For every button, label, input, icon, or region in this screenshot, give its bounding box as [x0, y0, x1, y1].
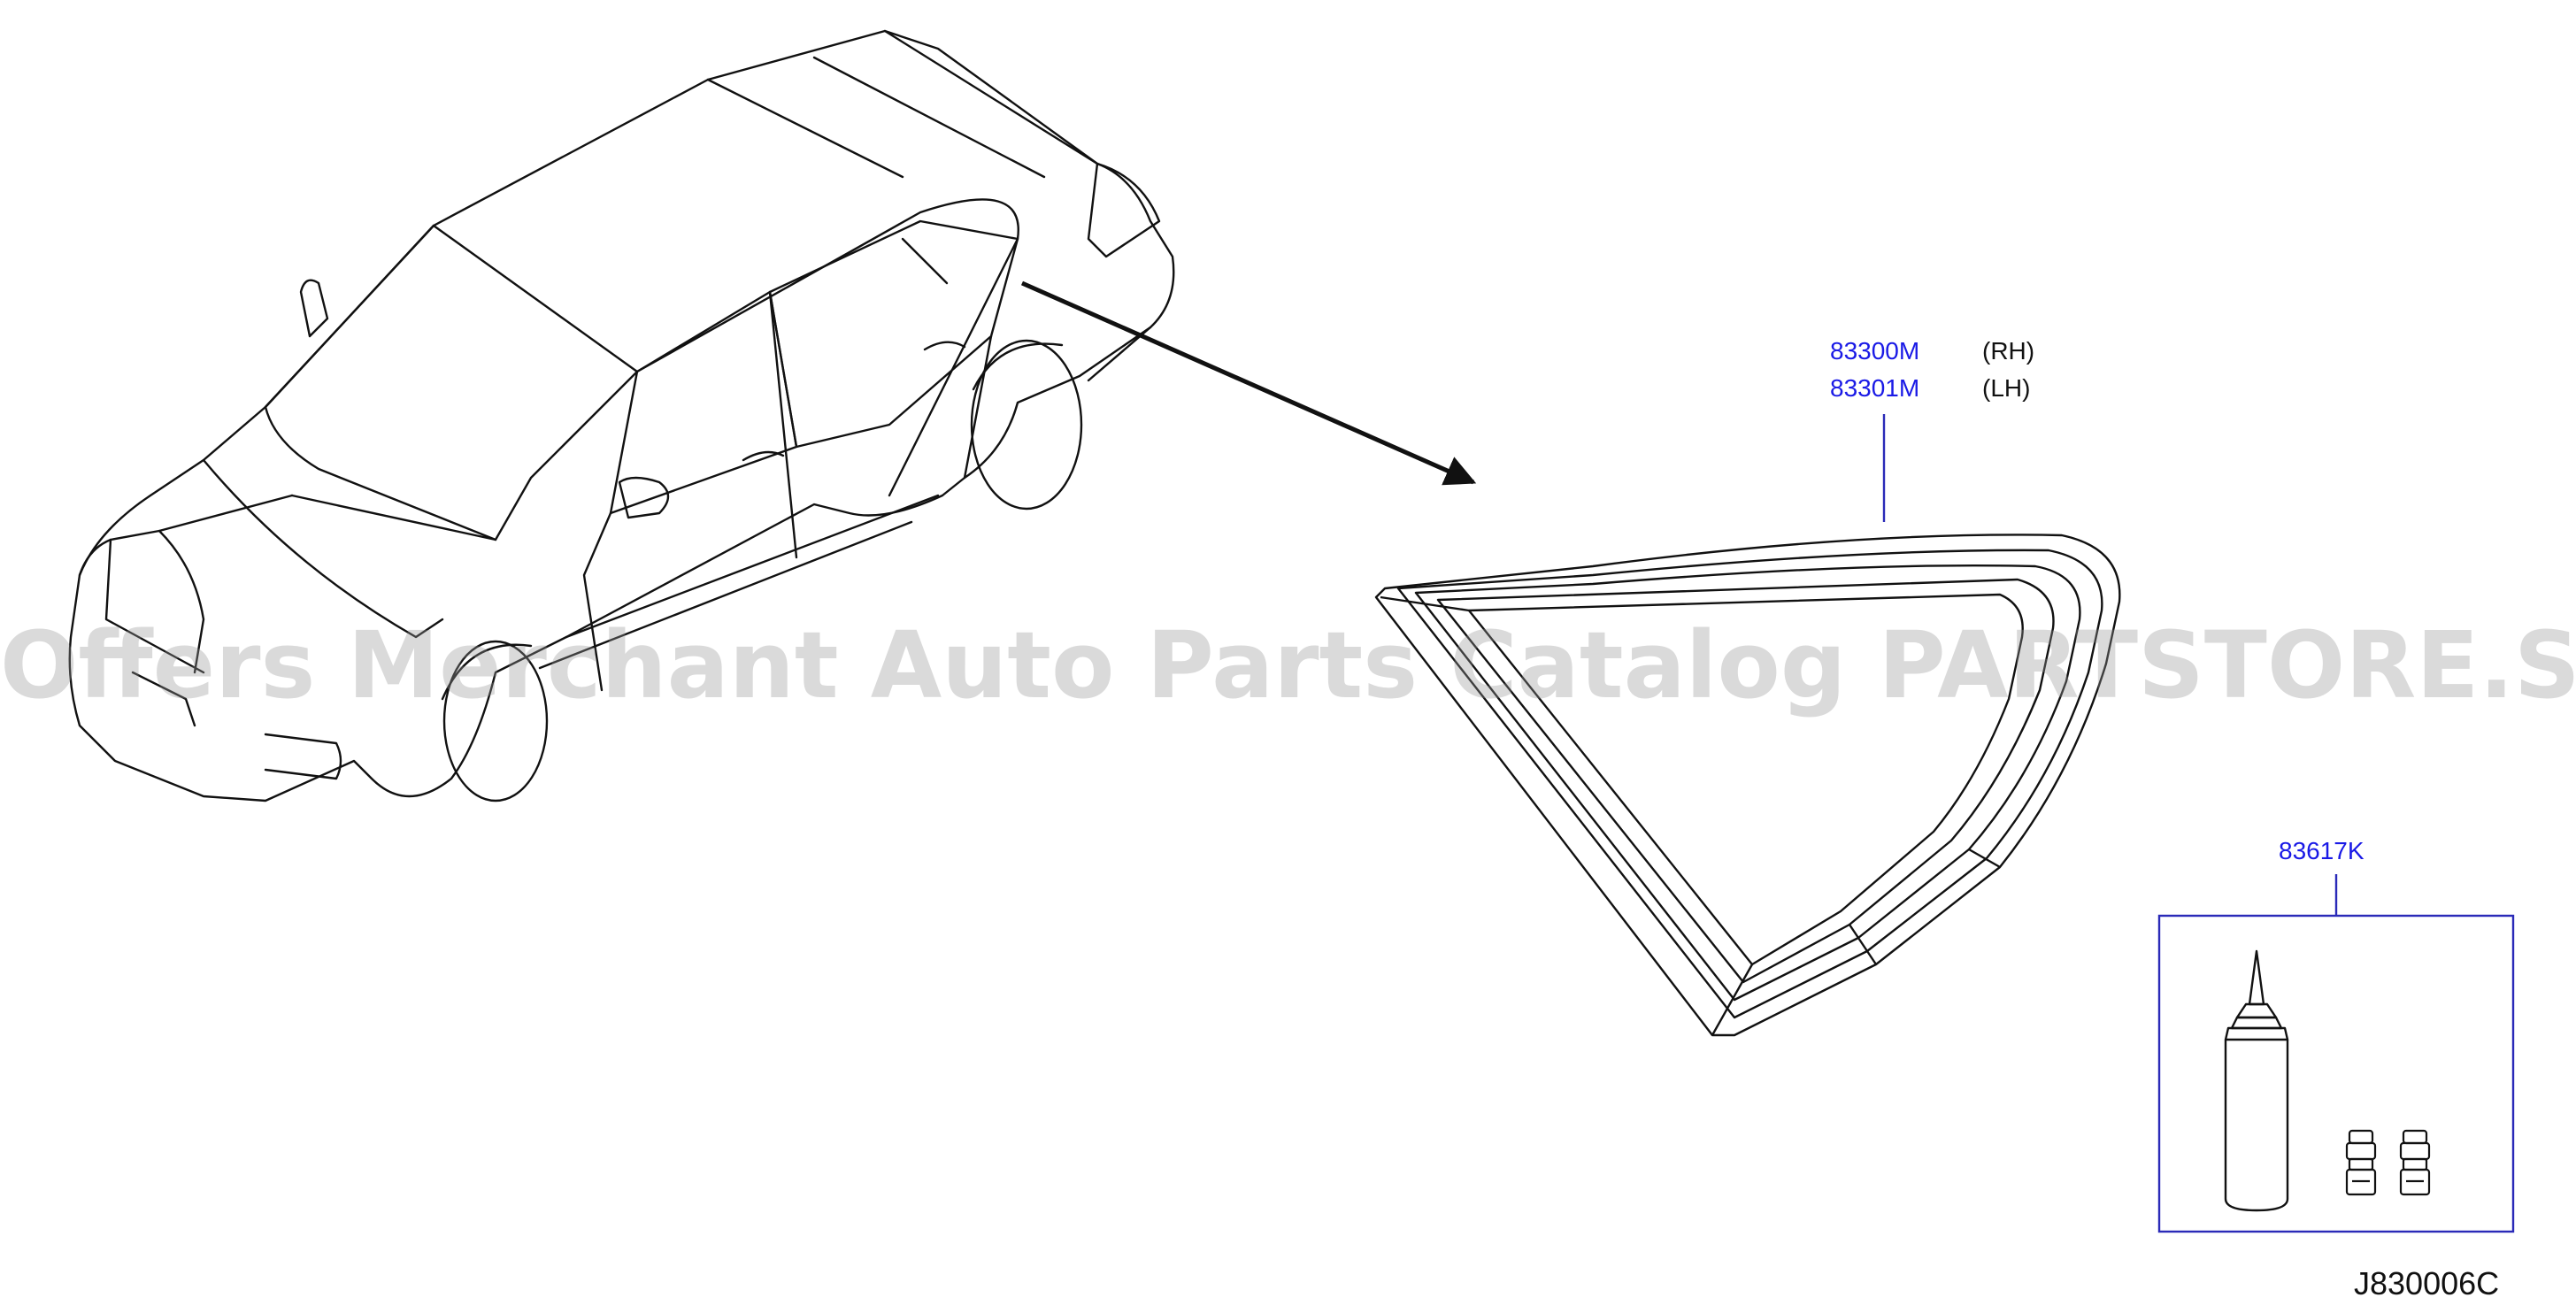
part-number-rh[interactable]: 83300M: [1830, 337, 1920, 365]
kit-box: [2157, 914, 2515, 1233]
part-number-kit[interactable]: 83617K: [2279, 837, 2365, 864]
car-illustration: [68, 29, 1175, 802]
side-label-rh: (RH): [1982, 337, 2035, 365]
leader-arrow: [1020, 280, 1477, 486]
diagram-code: J830006C: [2354, 1265, 2500, 1301]
quarter-window-glass: [1374, 534, 2121, 1037]
side-label-lh: (LH): [1982, 374, 2031, 402]
adhesive-cartridge-icon: [2224, 949, 2289, 1212]
primer-bottle-icon: [2345, 1129, 2377, 1196]
primer-bottle-icon: [2399, 1129, 2431, 1196]
part-number-lh[interactable]: 83301M: [1830, 374, 1920, 402]
